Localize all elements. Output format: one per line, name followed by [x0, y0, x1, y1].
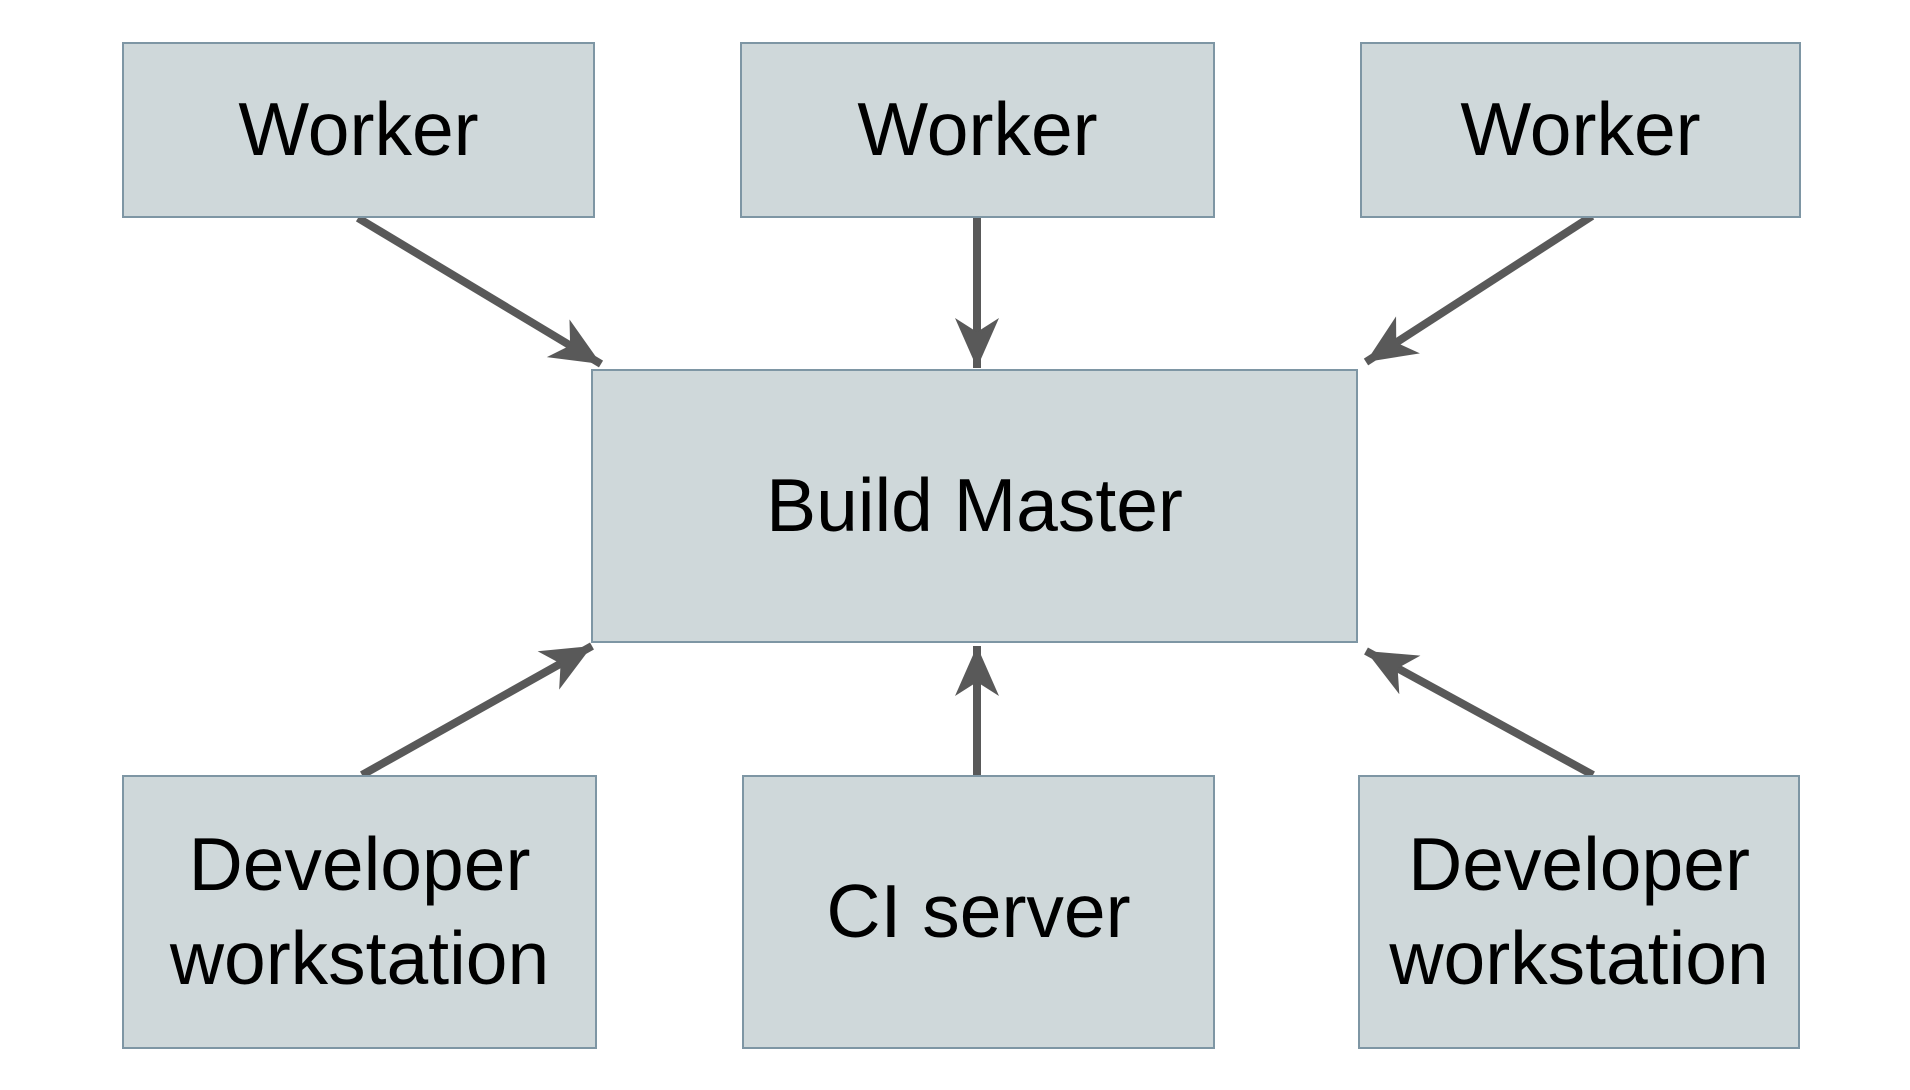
node-developer-workstation-right: Developer workstation — [1358, 775, 1800, 1049]
arrow-worker-left-to-build-master — [355, 214, 604, 368]
node-ci-server: CI server — [742, 775, 1215, 1049]
arrow-dev-workstation-right-to-build-master — [1364, 647, 1595, 779]
node-label: Worker — [1460, 87, 1701, 172]
node-worker-right: Worker — [1360, 42, 1801, 218]
node-developer-workstation-left: Developer workstation — [122, 775, 597, 1049]
node-label: Worker — [238, 87, 479, 172]
node-worker-left: Worker — [122, 42, 595, 218]
node-build-master: Build Master — [591, 369, 1358, 643]
node-worker-middle: Worker — [740, 42, 1215, 218]
node-label: Developer workstation — [1389, 822, 1769, 1000]
node-label: Developer workstation — [169, 822, 550, 1000]
node-label: Build Master — [766, 463, 1183, 548]
arrow-dev-workstation-left-to-build-master — [360, 642, 594, 779]
node-label: CI server — [826, 869, 1131, 954]
arrow-worker-right-to-build-master — [1363, 212, 1595, 366]
node-label: Worker — [857, 87, 1098, 172]
